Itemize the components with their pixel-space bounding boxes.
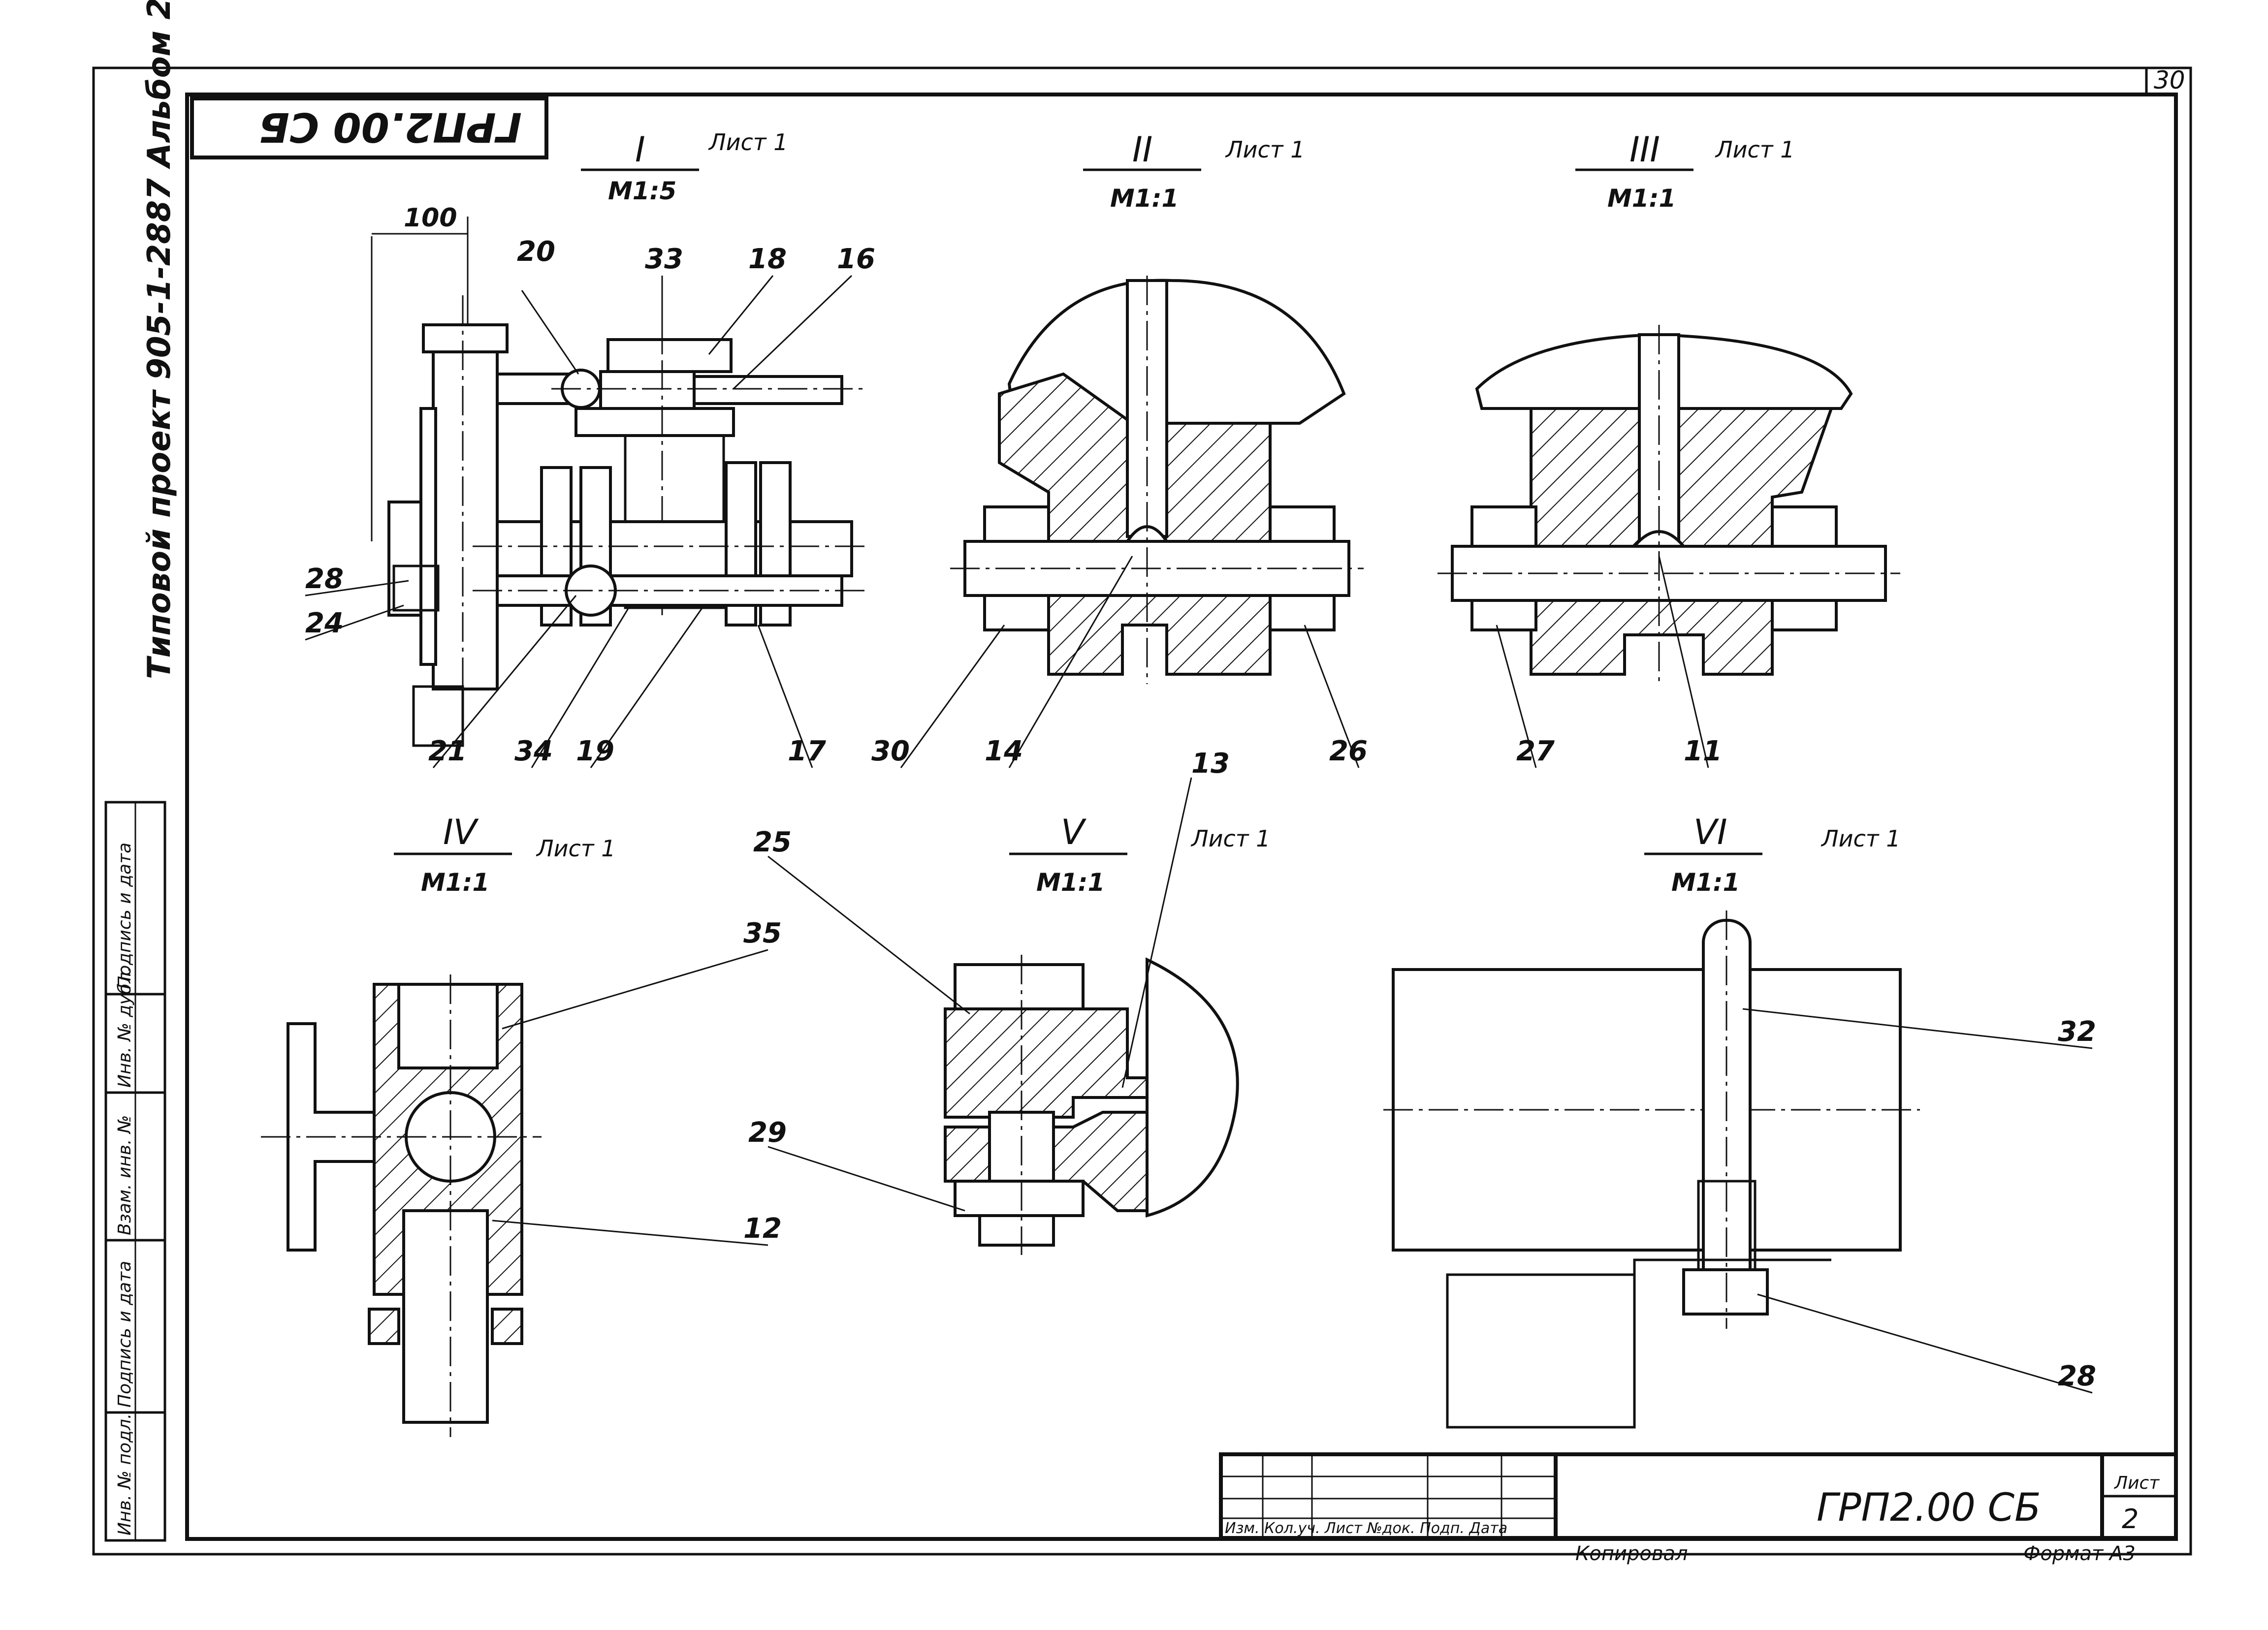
svg-text:I: I [635, 129, 645, 170]
inverted-code-box: ГРП2.00 СБ [190, 96, 548, 159]
view-6-assembly [1383, 910, 1920, 1429]
svg-text:М1:1: М1:1 [1036, 868, 1105, 897]
view-title-2: II М1:1 Лист 1 [1083, 129, 1305, 213]
view-4-section [261, 974, 542, 1437]
dimension-100: 100 [404, 203, 457, 233]
callout-25: 25 [753, 826, 792, 858]
view-3-section [1437, 325, 1900, 684]
svg-text:II: II [1132, 129, 1152, 170]
svg-text:М1:1: М1:1 [1671, 868, 1740, 897]
view-title-4: IV М1:1 Лист 1 [394, 812, 615, 897]
svg-text:М1:1: М1:1 [421, 868, 489, 897]
callout-21: 21 [428, 735, 467, 767]
callout-11: 11 [1684, 735, 1722, 767]
svg-text:V: V [1061, 812, 1086, 852]
svg-text:Лист 1: Лист 1 [1821, 825, 1900, 852]
svg-text:М1:1: М1:1 [1110, 184, 1179, 213]
side-stamp [104, 801, 166, 1542]
title-block-sheet-label: Лист [2113, 1473, 2160, 1493]
callout-27: 27 [1516, 735, 1555, 767]
view-title-6: VI М1:1 Лист 1 [1644, 812, 1900, 897]
callout-28-view6: 28 [2058, 1360, 2096, 1392]
callout-13: 13 [1191, 748, 1230, 780]
callout-30: 30 [871, 735, 910, 767]
callout-14: 14 [985, 735, 1023, 767]
project-vertical-text: Типовой проект 905-1-2887 Альбом 2 [141, 0, 178, 679]
callout-26: 26 [1329, 735, 1368, 767]
svg-text:М1:5: М1:5 [608, 177, 676, 205]
callout-16: 16 [837, 243, 875, 275]
title-block-doc-code: ГРП2.00 СБ [1817, 1486, 2041, 1530]
side-stamp-label-3: Взам. инв. № [115, 1115, 135, 1235]
side-stamp-label-5: Инв. № подл. [115, 1413, 135, 1536]
callout-18: 18 [748, 243, 787, 275]
svg-text:Лист 1: Лист 1 [1190, 825, 1270, 852]
svg-text:М1:1: М1:1 [1607, 184, 1676, 213]
svg-text:IV: IV [443, 812, 479, 852]
svg-text:Лист 1: Лист 1 [536, 835, 615, 862]
callout-12: 12 [743, 1213, 782, 1245]
callout-32: 32 [2058, 1016, 2096, 1048]
callout-35: 35 [743, 917, 782, 949]
view-title-3: III М1:1 Лист 1 [1575, 129, 1794, 213]
svg-text:Лист 1: Лист 1 [1715, 136, 1794, 163]
page-number: 30 [2154, 66, 2185, 94]
title-block-copied: Копировал [1575, 1542, 1688, 1565]
callout-29: 29 [748, 1117, 787, 1149]
svg-text:VI: VI [1693, 812, 1727, 852]
inverted-doc-code: ГРП2.00 СБ [258, 103, 522, 150]
title-block-column-headers: Изм. Кол.уч. Лист №док. Подп. Дата [1225, 1520, 1507, 1537]
side-stamp-label-1: Подпись и дата [115, 843, 135, 989]
svg-text:Лист 1: Лист 1 [1225, 136, 1305, 163]
callout-17: 17 [788, 735, 826, 767]
callouts [305, 275, 2093, 1394]
svg-text:III: III [1629, 129, 1660, 170]
view-5-section [944, 955, 1239, 1255]
sheet-frame [92, 66, 2192, 1556]
view-title-5: V М1:1 Лист 1 [1009, 812, 1270, 897]
title-block-sheet-number: 2 [2122, 1504, 2139, 1535]
view-1-assembly [371, 217, 866, 747]
callout-33: 33 [645, 243, 683, 275]
view-2-section [950, 276, 1364, 684]
callout-28-view1: 28 [305, 563, 344, 595]
view-title-1: I М1:5 Лист 1 [581, 129, 788, 205]
title-block [1219, 1452, 2178, 1540]
callout-20: 20 [517, 236, 555, 268]
callout-34: 34 [514, 735, 553, 767]
title-block-format: Формат А3 [2023, 1542, 2136, 1565]
callout-19: 19 [576, 735, 614, 767]
side-stamp-label-4: Подпись и дата [115, 1261, 135, 1408]
svg-text:Лист 1: Лист 1 [708, 129, 788, 156]
side-stamp-label-2: Инв. № дубл. [115, 967, 135, 1088]
callout-24: 24 [305, 607, 344, 639]
